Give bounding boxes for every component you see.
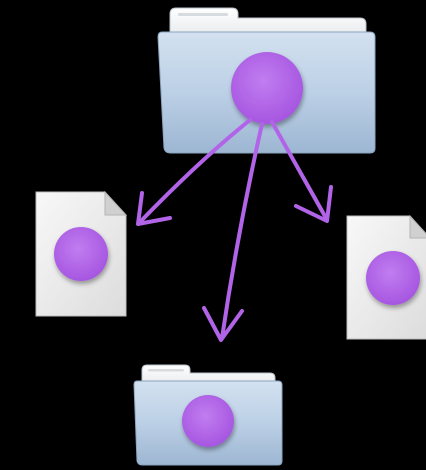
arrow-to-right-document — [270, 120, 333, 223]
arrow-to-bottom-folder — [202, 122, 264, 342]
bottom-folder-icon — [133, 364, 283, 466]
left-document-icon — [35, 190, 128, 317]
arrow-to-left-document — [136, 118, 252, 226]
bottom-folder-dot — [182, 395, 234, 447]
source-folder-dot — [231, 52, 303, 124]
right-document-dot — [366, 251, 420, 305]
left-document-dot — [54, 227, 108, 281]
source-folder-icon — [157, 7, 376, 154]
right-document-icon — [346, 214, 426, 340]
